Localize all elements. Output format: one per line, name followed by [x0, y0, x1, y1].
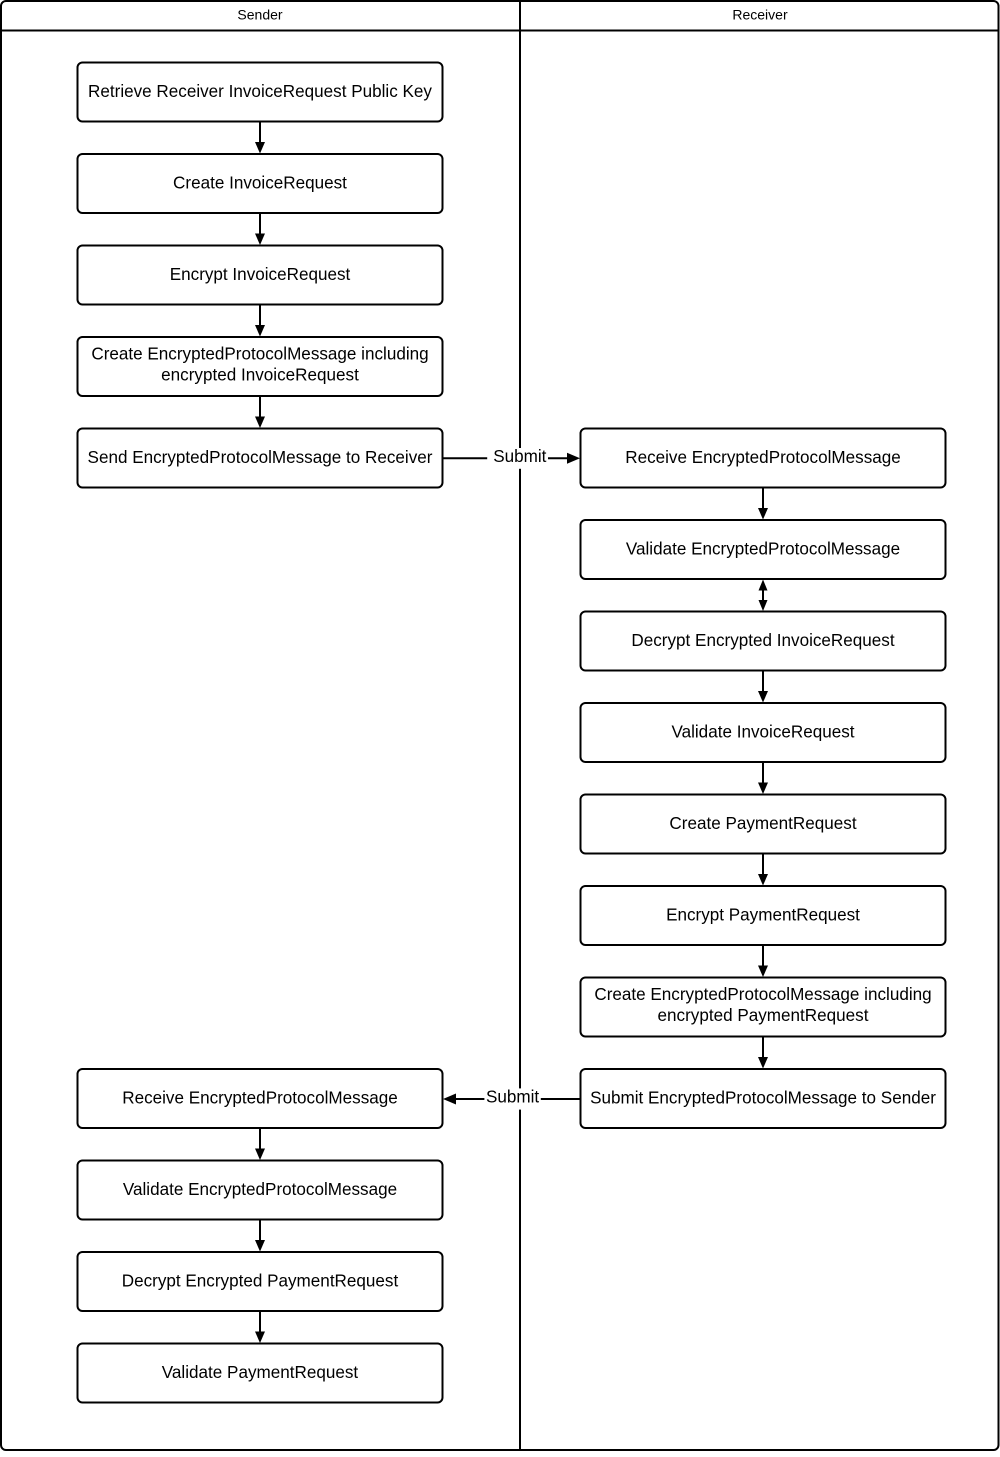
svg-text:Retrieve Receiver InvoiceReque: Retrieve Receiver InvoiceRequest Public … [88, 82, 432, 101]
svg-text:Encrypt PaymentRequest: Encrypt PaymentRequest [666, 906, 860, 925]
svg-text:Create EncryptedProtocolMessag: Create EncryptedProtocolMessage includin… [594, 985, 931, 1004]
svg-text:Encrypt InvoiceRequest: Encrypt InvoiceRequest [170, 265, 351, 284]
svg-text:Send EncryptedProtocolMessage: Send EncryptedProtocolMessage to Receive… [88, 448, 433, 467]
svg-text:Create EncryptedProtocolMessag: Create EncryptedProtocolMessage includin… [91, 345, 428, 364]
svg-text:Create InvoiceRequest: Create InvoiceRequest [173, 174, 347, 193]
svg-text:Validate EncryptedProtocolMess: Validate EncryptedProtocolMessage [626, 540, 900, 559]
svg-text:Validate PaymentRequest: Validate PaymentRequest [162, 1363, 359, 1382]
svg-text:Submit: Submit [493, 447, 546, 466]
svg-text:encrypted PaymentRequest: encrypted PaymentRequest [658, 1006, 869, 1025]
svg-text:Create PaymentRequest: Create PaymentRequest [669, 814, 856, 833]
svg-text:Submit EncryptedProtocolMessag: Submit EncryptedProtocolMessage to Sende… [590, 1089, 936, 1108]
svg-text:Submit: Submit [486, 1088, 539, 1107]
svg-text:Validate InvoiceRequest: Validate InvoiceRequest [671, 723, 854, 742]
svg-text:Decrypt Encrypted PaymentReque: Decrypt Encrypted PaymentRequest [122, 1272, 399, 1291]
svg-text:Validate EncryptedProtocolMess: Validate EncryptedProtocolMessage [123, 1180, 397, 1199]
svg-text:encrypted InvoiceRequest: encrypted InvoiceRequest [161, 366, 359, 385]
svg-text:Sender: Sender [237, 6, 282, 22]
svg-text:Receiver: Receiver [732, 6, 788, 22]
svg-text:Decrypt Encrypted InvoiceReque: Decrypt Encrypted InvoiceRequest [631, 631, 894, 650]
svg-text:Receive EncryptedProtocolMessa: Receive EncryptedProtocolMessage [625, 448, 901, 467]
svg-text:Receive EncryptedProtocolMessa: Receive EncryptedProtocolMessage [122, 1089, 398, 1108]
